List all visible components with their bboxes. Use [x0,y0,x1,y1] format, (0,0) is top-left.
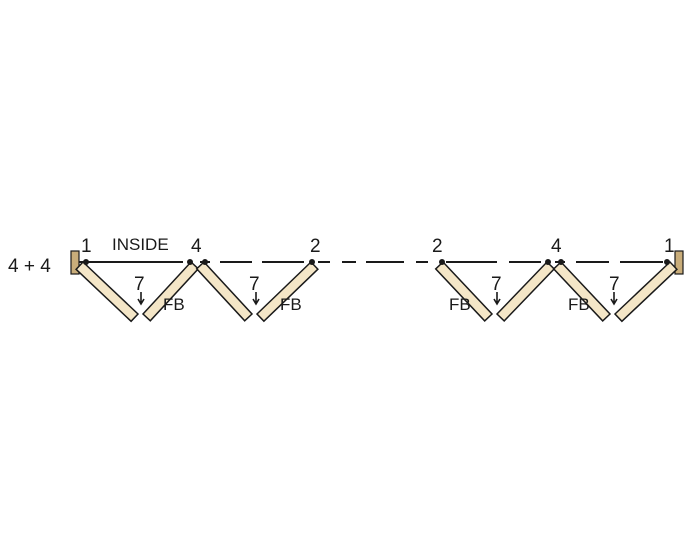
door-panels [75,260,678,323]
left-panel-label-2: 7 [249,274,260,295]
arrow-down-icon [493,292,501,306]
right-side-label-1: FB [449,295,471,314]
door-panel [195,260,254,322]
door-panel [434,260,494,322]
hinge-icon [309,259,315,265]
left-position-label-2: 4 [191,236,202,257]
config-label: 4 + 4 [8,256,51,277]
right-panel-label-2: 7 [609,274,620,295]
door-panel [495,260,556,322]
hinge-icon [83,259,89,265]
inside-label: INSIDE [112,235,169,254]
right-jamb [674,250,684,275]
hinge-icon [545,259,551,265]
door-panel [613,260,678,323]
arrow-down-icon [252,292,260,306]
hinge-icon [202,259,208,265]
right-position-label-1: 2 [432,236,443,257]
left-side-label-2: FB [280,295,302,314]
left-side-label-1: FB [163,295,185,314]
door-panel [255,260,319,323]
left-position-label-3: 2 [310,236,321,257]
door-panel [75,260,140,323]
right-position-label-3: 1 [664,236,675,257]
left-position-label-1: 1 [81,236,92,257]
hinge-icon [664,259,670,265]
hinges [83,259,670,265]
left-panel-label-1: 7 [134,274,145,295]
right-panel-label-1: 7 [491,274,502,295]
right-position-label-2: 4 [551,236,562,257]
hinge-icon [558,259,564,265]
hinge-icon [187,259,193,265]
arrow-down-icon [137,292,145,306]
hinge-icon [439,259,445,265]
panel-arrows [137,292,618,306]
right-side-label-2: FB [568,295,590,314]
door-panel [552,260,612,322]
arrow-down-icon [610,292,618,306]
